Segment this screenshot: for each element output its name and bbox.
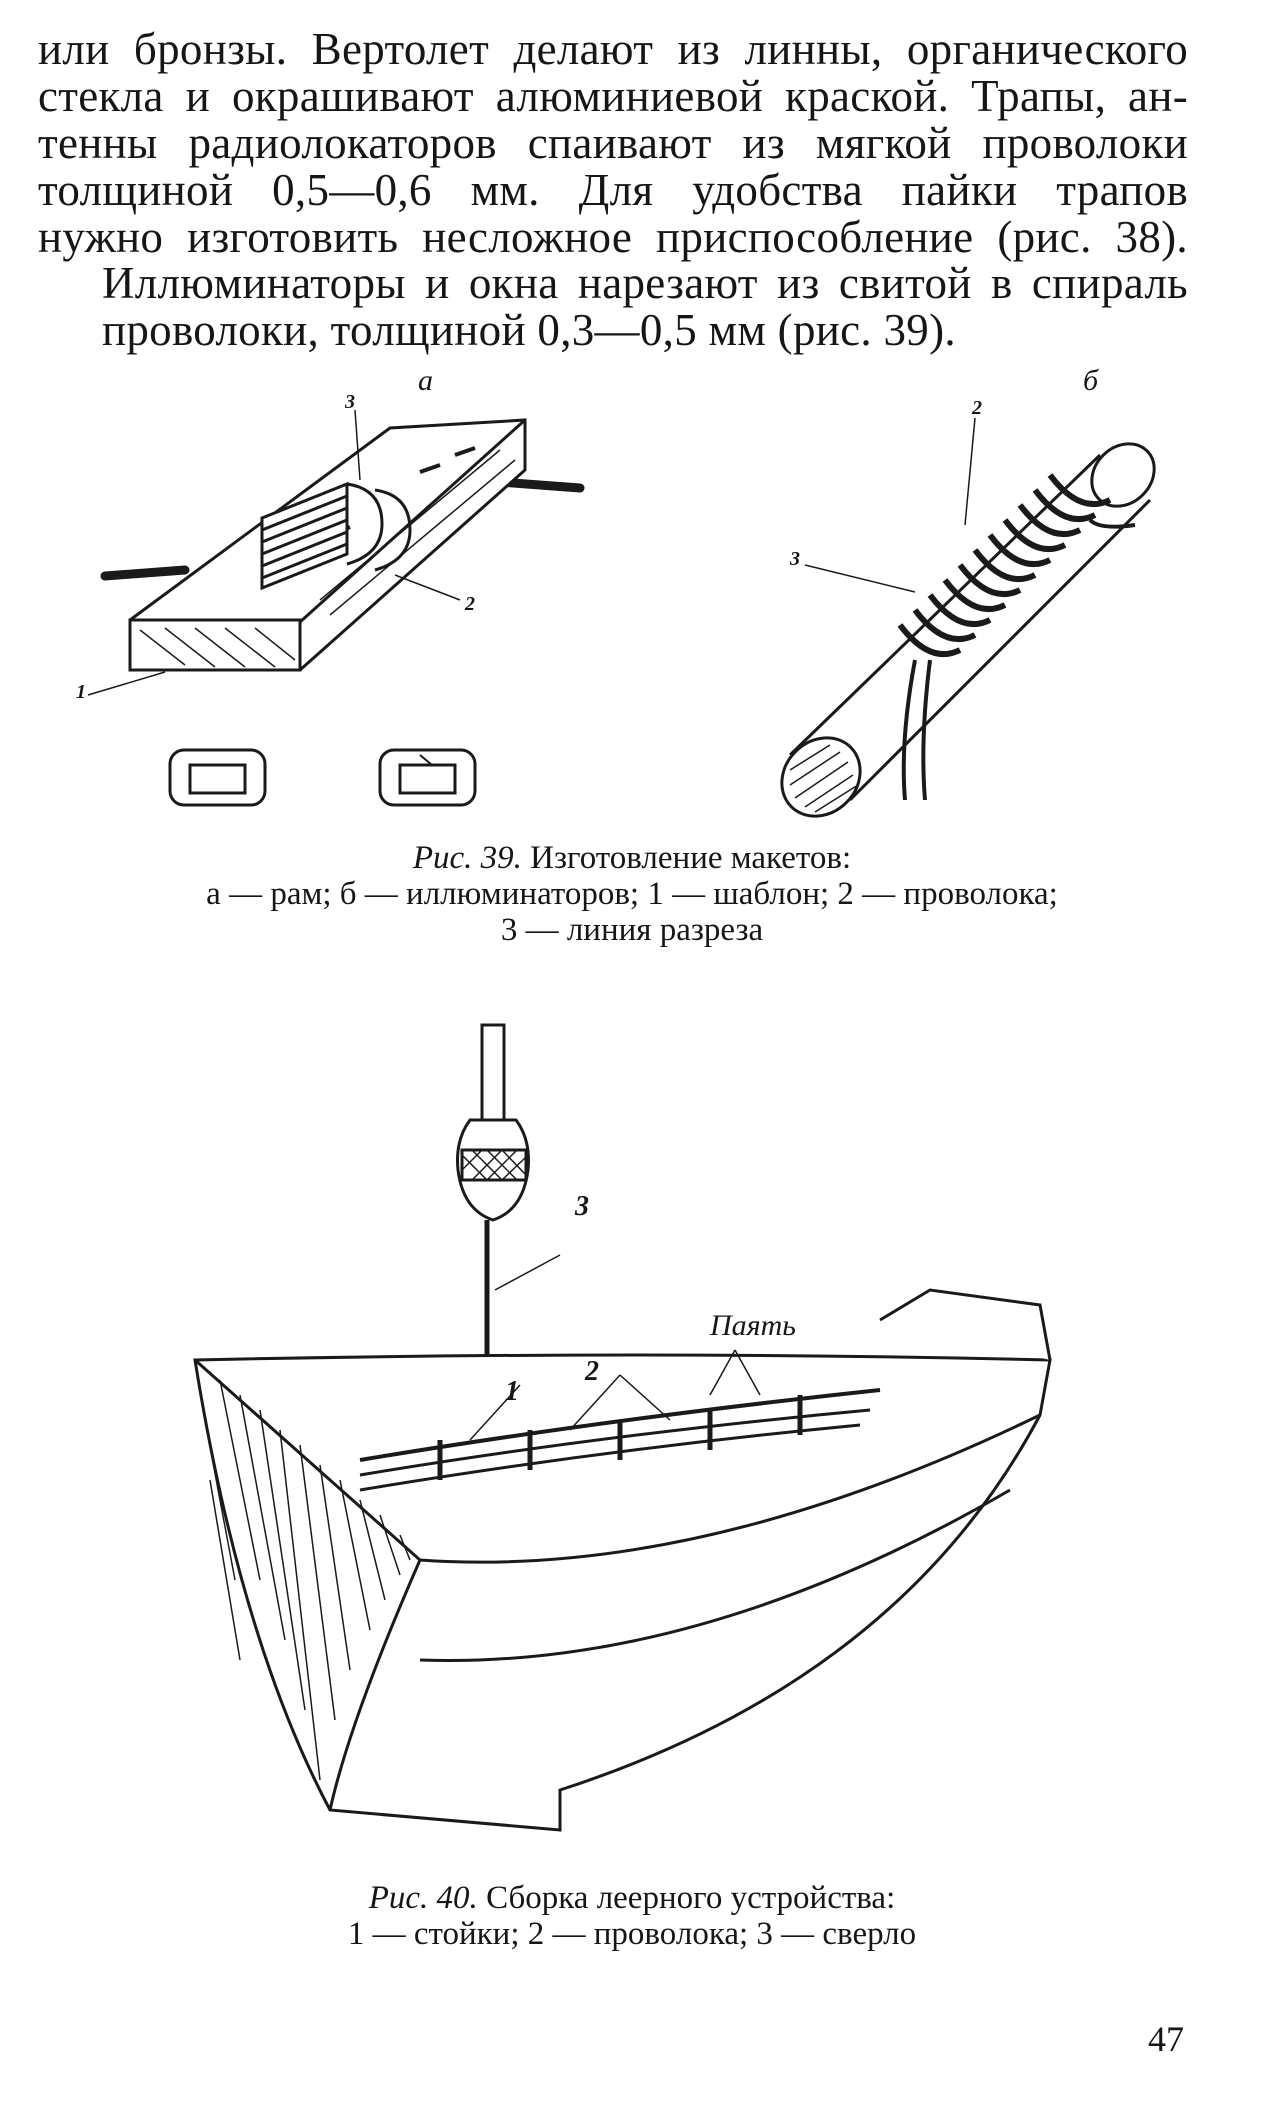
figure-39-drawing: а б 3 2 1 2 3 <box>76 364 1156 818</box>
callout-1: 1 <box>76 681 86 703</box>
figure-40: 3 1 2 Паять <box>0 1020 1264 1880</box>
text-line: Иллюминаторы и окна нарезают из свитой в… <box>102 258 1188 308</box>
boat-hull-illustration <box>193 1288 1052 1832</box>
text-line: проволоки, толщиной 0,3—0,5 мм (рис. 39)… <box>102 305 956 355</box>
figure-39-caption: Рис. 39. Изготовление макетов: а — рам; … <box>0 840 1264 948</box>
figure-40-drawing: 3 1 2 Паять <box>193 1023 1052 1832</box>
paragraph-1: или бронзы. Вертолет делают из линны, ор… <box>38 26 1188 261</box>
caption-title: Сборка леерного устройства: <box>486 1880 896 1916</box>
caption-number: Рис. 40. <box>368 1880 478 1916</box>
paragraph-2: Иллюминаторы и окна нарезают из свитой в… <box>38 260 1188 354</box>
panel-b-label: б <box>1083 364 1099 397</box>
callout-3: 3 <box>574 1191 589 1222</box>
drill-illustration <box>456 1023 561 1355</box>
callout-1: 1 <box>505 1376 519 1407</box>
figure-40-caption: Рис. 40. Сборка леерного устройства: 1 —… <box>0 1880 1264 1952</box>
panel-a-label: а <box>418 364 433 397</box>
solder-label: Паять <box>709 1309 796 1342</box>
page-number: 47 <box>1148 2019 1184 2059</box>
callout-2: 2 <box>464 593 475 615</box>
template-bar-illustration <box>87 409 585 807</box>
callout-2: 2 <box>584 1356 599 1387</box>
text-line: или бронзы. Вертолет делают из линны, ор… <box>38 24 1188 74</box>
caption-legend-line: 1 — стойки; 2 — проволока; 3 — сверло <box>347 1916 917 1952</box>
caption-title: Изготовление макетов: <box>530 840 852 876</box>
callout-3: 3 <box>789 548 800 570</box>
callout-3: 3 <box>344 391 355 413</box>
text-line: нужно изготовить несложное приспособлени… <box>38 212 1188 262</box>
figure-39: а б 3 2 1 2 3 <box>0 360 1264 830</box>
text-line: стекла и окрашивают алюминиевой краской.… <box>38 71 1188 121</box>
wire-spiral-on-rod-illustration <box>780 417 1156 818</box>
caption-number: Рис. 39. <box>412 840 522 876</box>
text-line: тенны радиолокаторов спаивают из мягкой … <box>38 118 1188 168</box>
caption-legend-line: 3 — линия разреза <box>500 912 764 948</box>
text-line: толщиной 0,5—0,6 мм. Для удобства пайки … <box>38 165 1188 215</box>
callout-2: 2 <box>971 397 982 419</box>
caption-legend-line: а — рам; б — иллюминаторов; 1 — шаблон; … <box>206 876 1058 912</box>
